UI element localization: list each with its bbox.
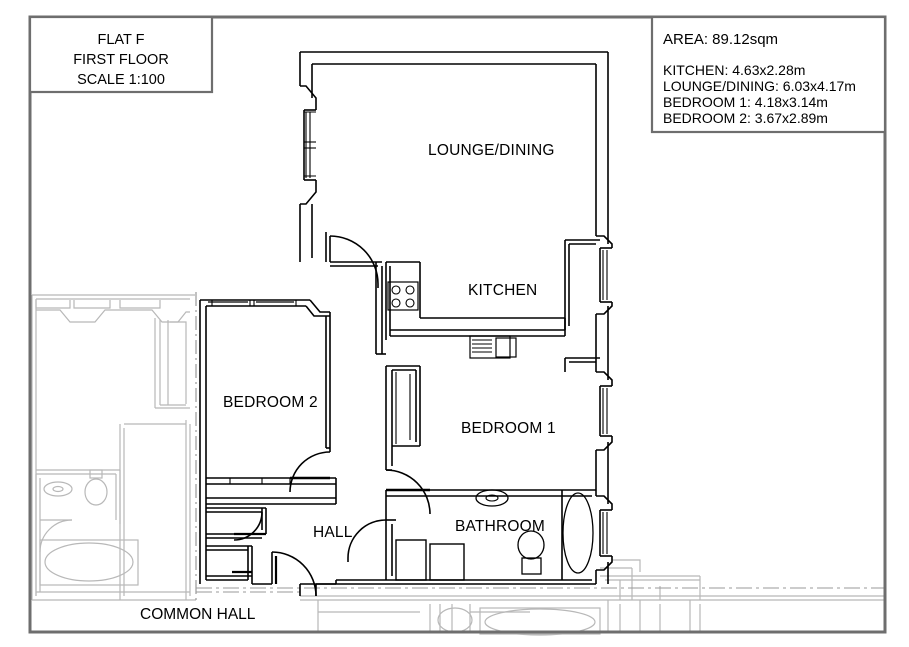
area-box-frame xyxy=(650,15,887,134)
drawing-border xyxy=(28,15,887,634)
adjacent-property-faded xyxy=(31,292,885,636)
title-block-box xyxy=(28,15,214,94)
boundary-line xyxy=(196,587,885,593)
flat-f-walls xyxy=(199,51,613,597)
